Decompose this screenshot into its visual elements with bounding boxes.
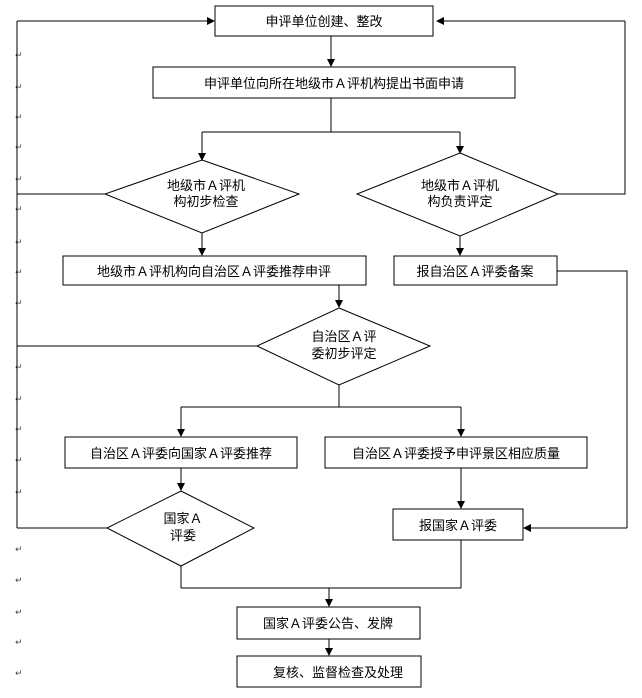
node-region-grant: 自治区Ａ评委授予申评景区相应质量 bbox=[324, 436, 588, 469]
node-step1: 申评单位创建、整改 bbox=[214, 5, 434, 37]
step1-label: 申评单位创建、整改 bbox=[265, 15, 382, 30]
node-region-file: 报自治区Ａ评委备案 bbox=[393, 255, 558, 286]
node-step2: 申评单位向所在地级市Ａ评机构提出书面申请 bbox=[152, 66, 516, 99]
svg-text:↵: ↵ bbox=[15, 608, 23, 618]
svg-text:↵: ↵ bbox=[15, 363, 23, 373]
node-report-national: 报国家Ａ评委 bbox=[392, 508, 524, 541]
paragraph-marks: ↵ ↵ ↵ ↵ ↵ ↵ ↵ ↵ ↵ ↵ ↵ ↵ ↵ ↵ ↵ ↵ ↵ ↵ ↵ bbox=[15, 51, 23, 679]
svg-text:↵: ↵ bbox=[15, 395, 23, 405]
line-region-file-right bbox=[557, 270, 628, 528]
node-announce: 国家Ａ评委公告、发牌 bbox=[236, 606, 421, 640]
svg-text:↵: ↵ bbox=[15, 425, 23, 435]
node-decision-city-assess: 地级市Ａ评机 构负责评定 bbox=[355, 152, 560, 237]
decision-national-line1: 国家Ａ bbox=[163, 511, 202, 527]
decision-city-assess-line1: 地级市Ａ评机 bbox=[421, 178, 499, 194]
svg-text:↵: ↵ bbox=[15, 488, 23, 498]
svg-text:↵: ↵ bbox=[15, 299, 23, 309]
node-recommend-region: 地级市Ａ评机构向自治区Ａ评委推荐申评 bbox=[62, 255, 367, 286]
recommend-national-label: 自治区Ａ评委向国家Ａ评委推荐 bbox=[90, 446, 272, 462]
node-decision-region-assess: 自治区Ａ评 委初步评定 bbox=[255, 307, 432, 386]
svg-text:↵: ↵ bbox=[15, 638, 23, 648]
announce-label: 国家Ａ评委公告、发牌 bbox=[263, 616, 393, 632]
svg-text:↵: ↵ bbox=[15, 51, 23, 61]
decision-city-assess-line2: 构负责评定 bbox=[427, 195, 492, 210]
line-city-assess-right bbox=[558, 21, 626, 195]
svg-text:↵: ↵ bbox=[15, 456, 23, 466]
step2-label: 申评单位向所在地级市Ａ评机构提出书面申请 bbox=[204, 76, 464, 92]
svg-text:↵: ↵ bbox=[15, 143, 23, 153]
svg-text:↵: ↵ bbox=[15, 268, 23, 278]
decision-region-assess-line2: 委初步评定 bbox=[311, 347, 376, 362]
region-grant-label: 自治区Ａ评委授予申评景区相应质量 bbox=[352, 446, 560, 462]
node-review: 复核、监督检查及处理 bbox=[236, 655, 422, 688]
decision-initial-check-line2: 构初步检查 bbox=[173, 195, 238, 210]
region-file-label: 报自治区Ａ评委备案 bbox=[416, 264, 533, 280]
decision-initial-check-line1: 地级市Ａ评机 bbox=[167, 178, 245, 194]
svg-text:↵: ↵ bbox=[15, 113, 23, 123]
svg-text:↵: ↵ bbox=[15, 238, 23, 248]
decision-region-assess-line1: 自治区Ａ评 bbox=[311, 330, 376, 345]
svg-text:↵: ↵ bbox=[15, 205, 23, 215]
node-decision-initial-check: 地级市Ａ评机 构初步检查 bbox=[103, 159, 301, 234]
report-national-label: 报国家Ａ评委 bbox=[419, 518, 497, 534]
recommend-region-label: 地级市Ａ评机构向自治区Ａ评委推荐申评 bbox=[97, 264, 331, 280]
review-label: 复核、监督检查及处理 bbox=[273, 666, 403, 681]
decision-national-line2: 评委 bbox=[170, 529, 196, 544]
svg-text:↵: ↵ bbox=[15, 545, 23, 555]
node-recommend-national: 自治区Ａ评委向国家Ａ评委推荐 bbox=[64, 436, 298, 469]
svg-text:↵: ↵ bbox=[15, 669, 23, 679]
connectors bbox=[16, 17, 628, 656]
svg-text:↵: ↵ bbox=[15, 175, 23, 185]
svg-text:↵: ↵ bbox=[15, 576, 23, 586]
svg-text:↵: ↵ bbox=[15, 83, 23, 93]
node-decision-national: 国家Ａ 评委 bbox=[105, 490, 256, 567]
